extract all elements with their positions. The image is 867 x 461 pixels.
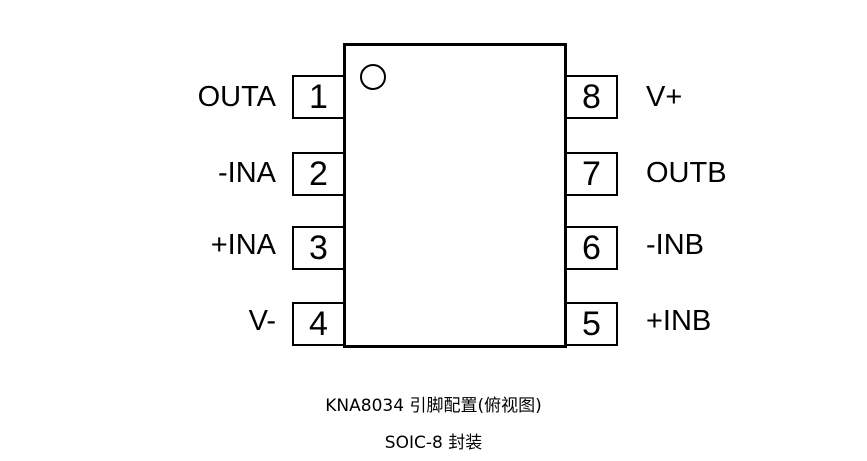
pin-6: 6	[567, 226, 618, 270]
pin-1-label: OUTA	[197, 81, 276, 113]
pin-2: 2	[292, 152, 343, 196]
pin-1: 1	[292, 75, 343, 119]
pin-7-label: OUTB	[646, 157, 727, 189]
pin-8-label: V+	[646, 81, 683, 113]
pin-8: 8	[567, 75, 618, 119]
package-caption: SOIC-8 封装	[384, 433, 483, 453]
diagram-title: KNA8034 引脚配置(俯视图)	[325, 396, 542, 416]
pin-4: 4	[292, 302, 343, 346]
pin1-indicator-icon	[360, 64, 386, 90]
pin-4-label: V-	[248, 305, 276, 337]
pin-7: 7	[567, 152, 618, 196]
pin-3-label: +INA	[210, 229, 276, 261]
pin-3: 3	[292, 226, 343, 270]
pin-5: 5	[567, 302, 618, 346]
pin-2-label: -INA	[218, 157, 276, 189]
pin-5-label: +INB	[646, 305, 712, 337]
chip-body	[343, 43, 567, 348]
pin-6-label: -INB	[646, 229, 704, 261]
